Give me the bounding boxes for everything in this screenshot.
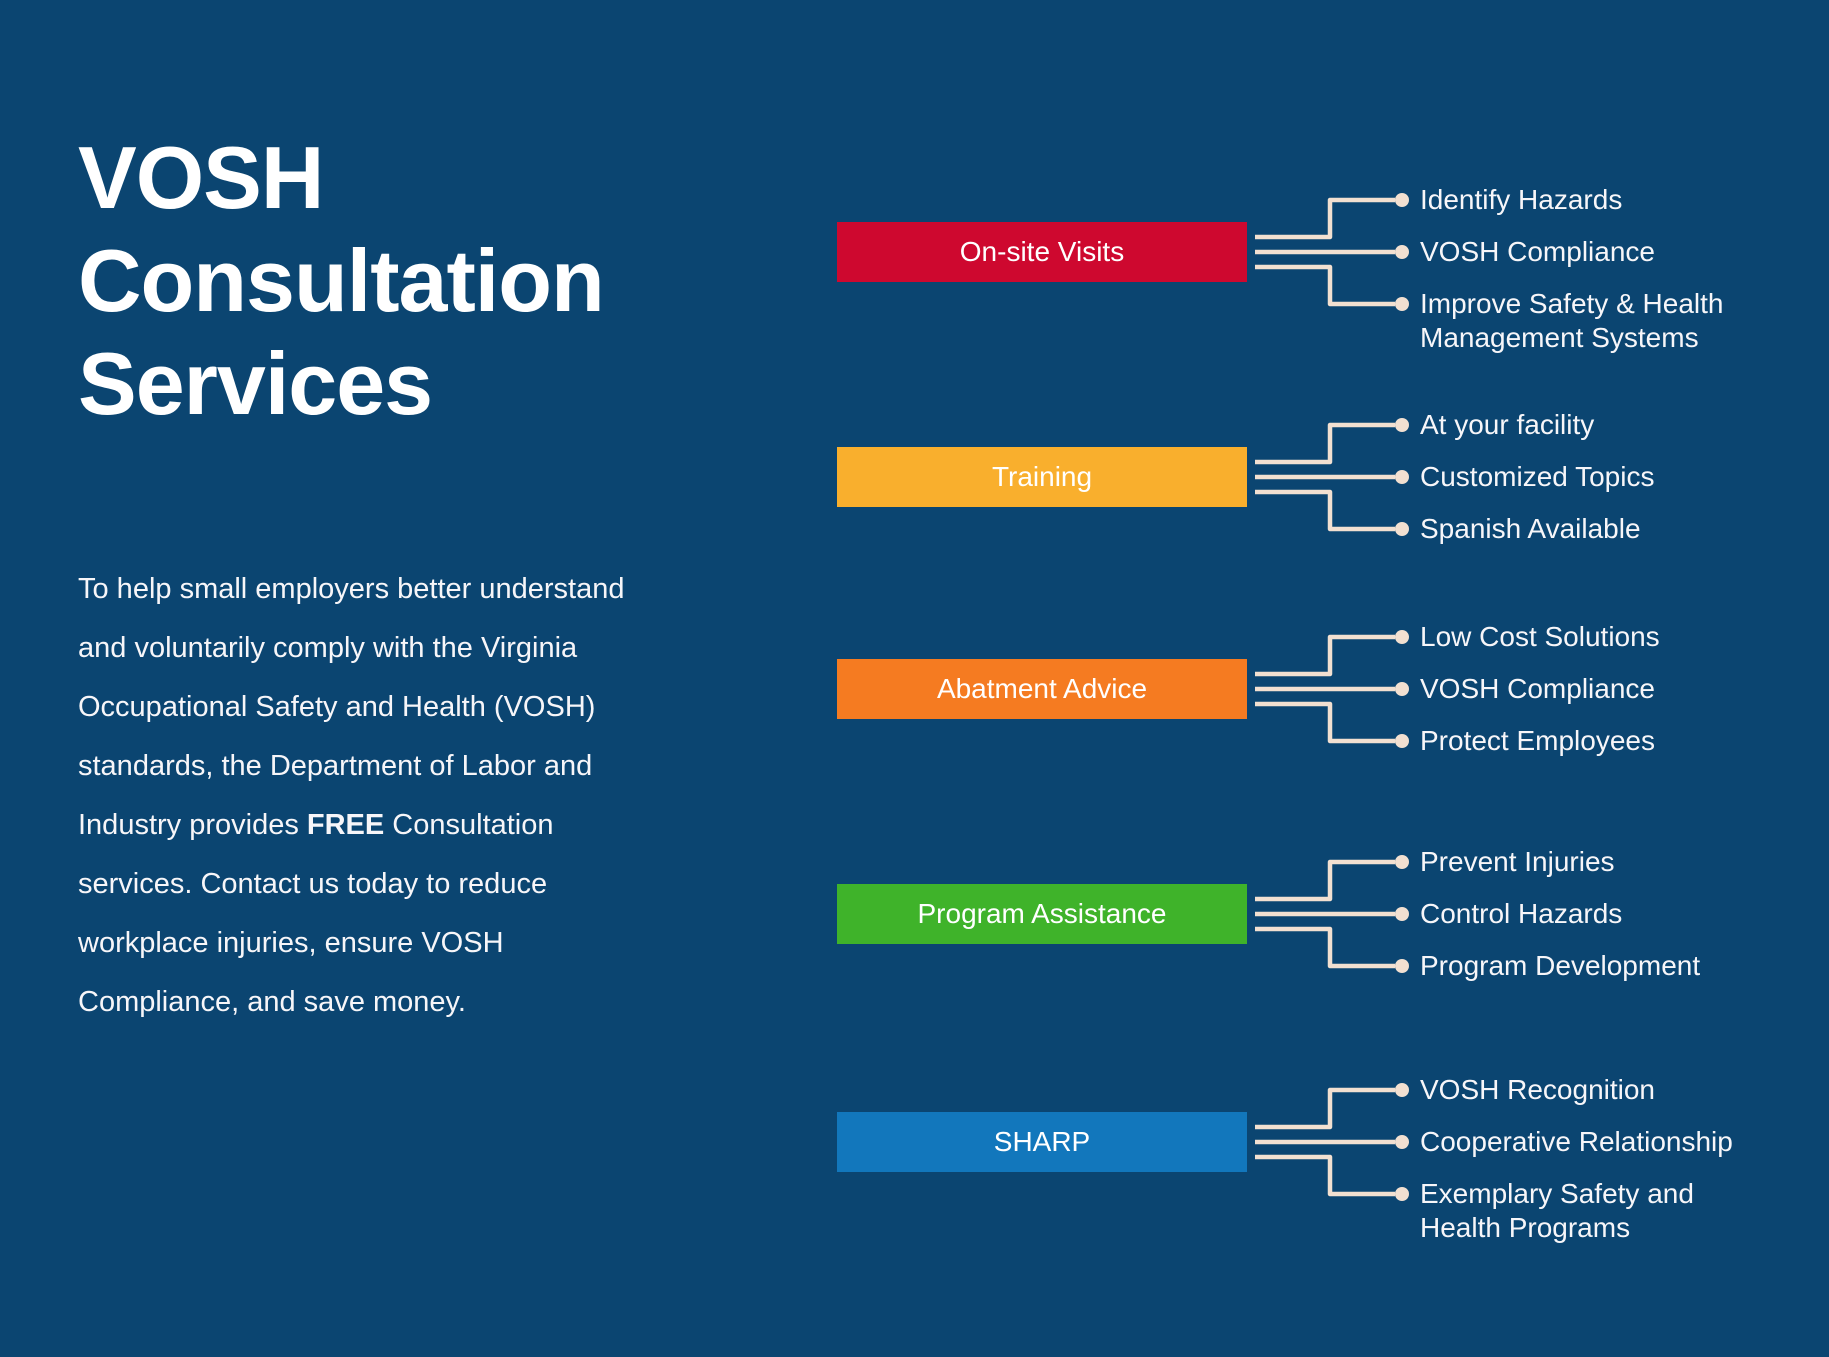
bullet-item: Spanish Available	[1420, 513, 1641, 544]
bullet-item: VOSH Compliance	[1420, 236, 1655, 267]
service-group-abatment-advice: Abatment Advice Low Cost Solutions VOSH …	[837, 621, 1829, 756]
bullet-dot	[1395, 630, 1409, 644]
bullet-item: Program Development	[1420, 950, 1701, 981]
bullet-item: Protect Employees	[1420, 725, 1655, 756]
bullet-dot	[1395, 1187, 1409, 1201]
bullet-dot	[1395, 522, 1409, 536]
bullet-dot	[1395, 682, 1409, 696]
bullet-item: Low Cost Solutions	[1420, 621, 1660, 652]
bullet-dot	[1395, 1083, 1409, 1097]
service-box: On-site Visits	[837, 222, 1247, 282]
service-group-training: Training At your facility Customized Top…	[837, 409, 1829, 544]
bullet-dot	[1395, 193, 1409, 207]
bullet-dot	[1395, 855, 1409, 869]
bullet-dot	[1395, 297, 1409, 311]
service-box: Abatment Advice	[837, 659, 1247, 719]
bullet-item: Prevent Injuries	[1420, 846, 1615, 877]
bullet-dot	[1395, 907, 1409, 921]
bullet-item: VOSH Recognition	[1420, 1074, 1656, 1105]
bullet-dot	[1395, 734, 1409, 748]
intro-text-before: To help small employers better understan…	[78, 573, 625, 841]
service-box: Program Assistance	[837, 884, 1247, 944]
connector-lines	[1255, 855, 1409, 973]
bullet-dot	[1395, 1135, 1409, 1149]
connector-lines	[1255, 1083, 1409, 1201]
connector-lines	[1255, 630, 1409, 748]
bullet-item: Cooperative Relationship	[1420, 1126, 1733, 1157]
bullet-dot	[1395, 418, 1409, 432]
service-group-program-assistance: Program Assistance Prevent Injuries Cont…	[837, 846, 1829, 981]
bullet-dot	[1395, 959, 1409, 973]
bullet-item: VOSH Compliance	[1420, 673, 1655, 704]
page-title: VOSH Consultation Services	[78, 128, 605, 433]
connector-lines	[1255, 418, 1409, 536]
service-box: Training	[837, 447, 1247, 507]
intro-paragraph: To help small employers better understan…	[78, 560, 640, 1032]
bullet-item: At your facility	[1420, 409, 1595, 440]
service-group-sharp: SHARP VOSH Recognition Cooperative Relat…	[837, 1074, 1829, 1243]
bullet-item: Customized Topics	[1420, 461, 1655, 492]
intro-text-after: Consultation services. Contact us today …	[78, 809, 554, 1018]
bullet-item: Control Hazards	[1420, 898, 1623, 929]
intro-free-emphasis: FREE	[306, 809, 385, 841]
bullet-item: Identify Hazards	[1420, 184, 1623, 215]
connector-lines	[1255, 193, 1409, 311]
service-group-on-site-visits: On-site Visits Identify Hazards VOSH Com…	[837, 184, 1829, 353]
bullet-dot	[1395, 245, 1409, 259]
bullet-dot	[1395, 470, 1409, 484]
service-box: SHARP	[837, 1112, 1247, 1172]
